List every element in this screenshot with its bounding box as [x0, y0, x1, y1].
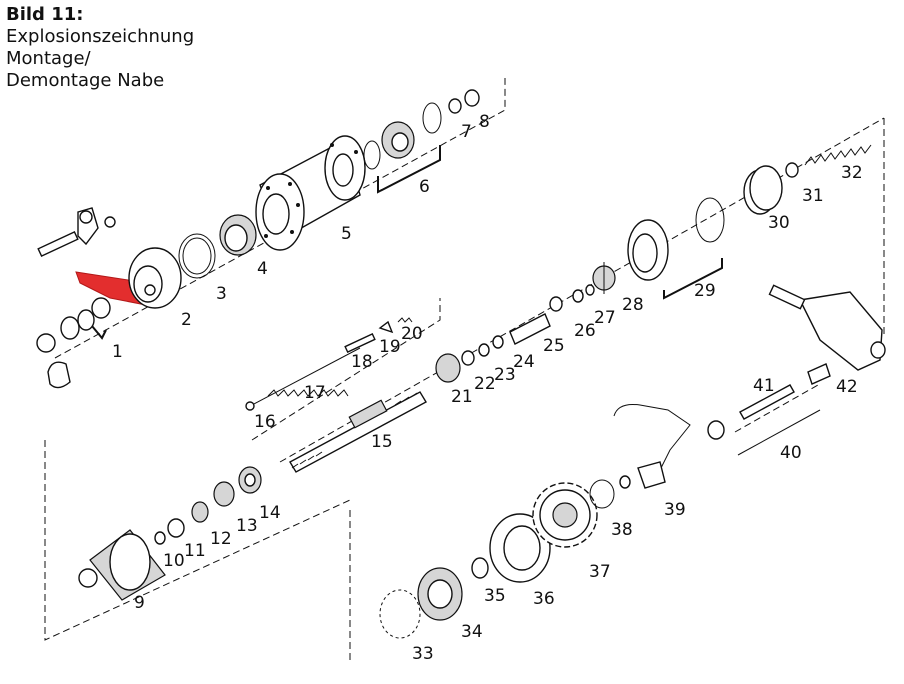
label-40: 40	[780, 443, 802, 463]
label-11: 11	[184, 541, 206, 561]
label-28: 28	[622, 295, 644, 315]
label-34: 34	[461, 622, 483, 642]
part-brake-arm-bolt	[37, 207, 116, 258]
part-30-31-32-spring-set	[743, 144, 872, 215]
label-32: 32	[841, 163, 863, 183]
label-20: 20	[401, 324, 423, 344]
part-4-brake-cone	[219, 214, 257, 256]
part-10-14-bearing-parts	[154, 466, 262, 545]
part-7-8-washer-nut	[448, 89, 480, 114]
caption-line-1: Explosionszeichnung	[6, 26, 195, 47]
label-5: 5	[341, 224, 352, 244]
part-29-ring-gear	[627, 197, 725, 300]
figure-caption: Bild 11: Explosionszeichnung Montage/ De…	[6, 4, 194, 92]
label-19: 19	[379, 337, 401, 357]
part-labels: 1 2 3 4 5 6 7 8 9 10 11 12 13 14 15 16 1…	[112, 112, 863, 664]
label-29: 29	[694, 281, 716, 301]
label-3: 3	[216, 284, 227, 304]
label-13: 13	[236, 516, 258, 536]
part-37-sprocket	[532, 482, 598, 548]
part-38-circlip	[589, 475, 631, 509]
label-16: 16	[254, 412, 276, 432]
label-6: 6	[419, 177, 430, 197]
label-12: 12	[210, 529, 232, 549]
label-18: 18	[351, 352, 373, 372]
part-39-shift-lever	[613, 404, 725, 489]
label-22: 22	[474, 374, 496, 394]
label-7: 7	[461, 122, 472, 142]
part-42-shifter-housing	[768, 284, 886, 371]
part-3-spring-ring	[178, 233, 216, 279]
assembly-axes	[44, 78, 885, 660]
label-26: 26	[574, 321, 596, 341]
label-21: 21	[451, 387, 473, 407]
caption-line-3: Demontage Nabe	[6, 70, 165, 91]
label-42: 42	[836, 377, 858, 397]
part-15-axle	[289, 391, 427, 473]
label-4: 4	[257, 259, 268, 279]
label-23: 23	[494, 365, 516, 385]
label-2: 2	[181, 310, 192, 330]
label-35: 35	[484, 586, 506, 606]
part-5-hub-shell	[255, 135, 366, 251]
brackets-1-6	[91, 145, 441, 340]
label-1: 1	[112, 342, 123, 362]
label-38: 38	[611, 520, 633, 540]
label-41: 41	[753, 376, 775, 396]
part-36-dust-cap	[489, 513, 551, 583]
part-16-17-shift-spring	[245, 347, 361, 411]
part-21-25-axle-parts	[435, 296, 563, 383]
part-40-41-push-rods	[737, 363, 831, 456]
caption-line-2: Montage/	[6, 48, 91, 69]
label-33: 33	[412, 644, 434, 664]
label-30: 30	[768, 213, 790, 233]
part-1-nuts-washers	[36, 297, 111, 389]
label-9: 9	[134, 593, 145, 613]
part-18-19-20-pin-parts	[344, 317, 413, 353]
part-9-planet-carrier	[78, 529, 166, 601]
label-25: 25	[543, 336, 565, 356]
label-37: 37	[589, 562, 611, 582]
label-17: 17	[304, 383, 326, 403]
figure-title: Bild 11:	[6, 4, 84, 25]
label-36: 36	[533, 589, 555, 609]
part-26-27-28-planet-parts	[572, 262, 616, 303]
label-24: 24	[513, 352, 535, 372]
label-15: 15	[371, 432, 393, 452]
label-8: 8	[479, 112, 490, 132]
label-10: 10	[163, 551, 185, 571]
part-2-brake-shell	[128, 247, 182, 309]
part-33-34-35-bearing-cup	[379, 557, 489, 639]
label-27: 27	[594, 308, 616, 328]
part-6-driver	[363, 102, 442, 170]
label-31: 31	[802, 186, 824, 206]
label-14: 14	[259, 503, 281, 523]
label-39: 39	[664, 500, 686, 520]
